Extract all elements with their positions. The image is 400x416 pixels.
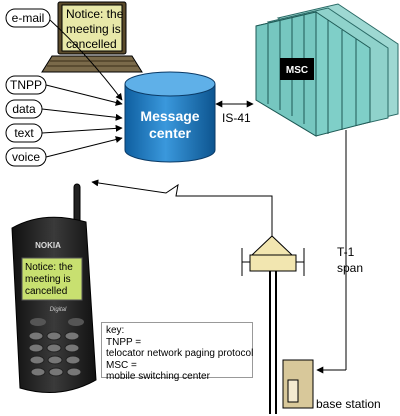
phone-screen bbox=[21, 257, 83, 301]
email-notice-line2: meeting is bbox=[66, 22, 121, 36]
arrow-text bbox=[41, 124, 123, 134]
input-text: text bbox=[5, 123, 43, 143]
phone-brand: NOKIA bbox=[35, 241, 61, 250]
phone-model: Digital bbox=[50, 307, 67, 313]
arrow-email bbox=[49, 19, 123, 101]
input-data: data bbox=[5, 99, 43, 119]
msc-label: MSC bbox=[286, 65, 308, 76]
msc-building: MSC bbox=[255, 3, 399, 137]
is41-label: IS-41 bbox=[222, 111, 251, 125]
base-station-label: base station bbox=[316, 397, 381, 411]
input-voice: voice bbox=[5, 147, 47, 167]
input-voice-label: voice bbox=[12, 150, 40, 164]
phone-screen-line1: Notice: the bbox=[25, 262, 73, 273]
phone-screen-line3: cancelled bbox=[25, 286, 67, 297]
phone-screen-line2: meeting is bbox=[25, 274, 71, 285]
email-notice-line3: cancelled bbox=[66, 37, 117, 51]
key-tnpp-def: telocator network paging protocol bbox=[106, 348, 254, 359]
laptop: Notice: the meeting is cancelled bbox=[41, 1, 143, 73]
key-tnpp-abbr: TNPP = bbox=[106, 336, 142, 348]
key-legend: key: TNPP = telocator network paging pro… bbox=[101, 322, 254, 382]
input-tnpp-label: TNPP bbox=[10, 78, 42, 92]
t1-label-line1: T-1 bbox=[337, 245, 355, 259]
message-center-line2: center bbox=[149, 125, 192, 141]
t1-label-line2: span bbox=[337, 261, 363, 275]
key-msc-def: mobile switching center bbox=[106, 371, 210, 382]
base-station bbox=[282, 359, 314, 409]
message-center: Message center bbox=[124, 71, 216, 163]
message-center-line1: Message bbox=[140, 108, 199, 124]
key-title: key: bbox=[106, 325, 125, 336]
email-notice-line1: Notice: the bbox=[66, 7, 124, 21]
key-msc-abbr: MSC = bbox=[106, 359, 137, 371]
arrow-data bbox=[41, 108, 123, 121]
cell-phone: NOKIA Notice: the meeting is cancelled D… bbox=[11, 183, 97, 393]
input-email-label: e-mail bbox=[12, 11, 45, 25]
laptop-screen bbox=[61, 4, 123, 52]
wireless-link bbox=[91, 179, 273, 205]
arrow-tnpp bbox=[45, 84, 123, 106]
arrow-voice bbox=[45, 136, 123, 158]
input-text-label: text bbox=[14, 126, 34, 140]
input-email: e-mail bbox=[5, 8, 51, 28]
input-tnpp: TNPP bbox=[5, 75, 47, 95]
input-data-label: data bbox=[12, 102, 36, 116]
antenna-tower bbox=[241, 205, 305, 414]
